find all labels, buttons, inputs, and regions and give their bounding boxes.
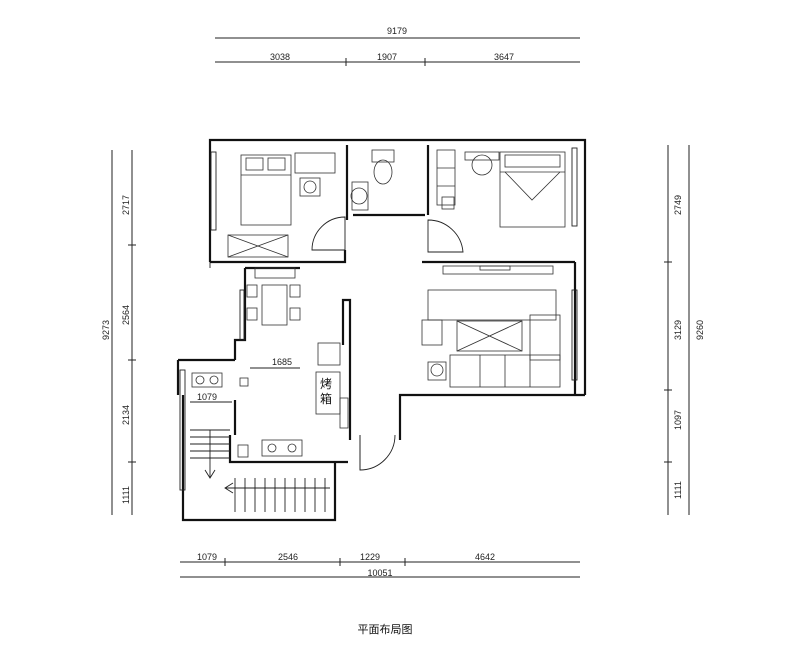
dim-top-seg-2: 1907 — [377, 52, 397, 62]
bedroom-2-furniture — [464, 151, 566, 228]
bathroom-fixtures — [350, 149, 456, 211]
plan-caption: 平面布局图 — [358, 623, 413, 636]
dim-interior-kitchen: 1685 — [272, 357, 292, 367]
dim-bottom-seg-4: 4642 — [475, 552, 495, 562]
dining-furniture — [246, 267, 301, 326]
right-dimension-lines — [664, 145, 690, 515]
dim-top-seg-3: 3647 — [494, 52, 514, 62]
dim-bottom-seg-1: 1079 — [197, 552, 217, 562]
living-room-furniture — [421, 265, 561, 388]
dim-right-seg-4: 1111 — [673, 481, 683, 499]
dim-bottom-total: 10051 — [367, 568, 392, 578]
stairs — [190, 429, 330, 512]
left-dimension-lines — [111, 150, 136, 515]
bottom-dimension-lines — [180, 558, 580, 578]
dim-bottom-seg-3: 1229 — [360, 552, 380, 562]
oven-label-line-2: 箱 — [320, 391, 332, 406]
dim-left-total: 9273 — [101, 320, 111, 340]
oven-label-line-1: 烤 — [320, 376, 332, 391]
top-dimension-lines — [215, 37, 580, 66]
dim-right-seg-2: 3129 — [673, 320, 683, 340]
dim-left-seg-2: 2564 — [121, 305, 131, 325]
dim-top-seg-1: 3038 — [270, 52, 290, 62]
dim-left-seg-4: 1111 — [121, 486, 131, 504]
dim-bottom-seg-2: 2546 — [278, 552, 298, 562]
dim-interior-balcony: 1079 — [197, 392, 217, 402]
windows — [179, 147, 578, 491]
dim-left-seg-3: 2134 — [121, 405, 131, 425]
dim-top-total: 9179 — [387, 26, 407, 36]
dim-right-seg-1: 2749 — [673, 195, 683, 215]
dim-right-total: 9260 — [695, 320, 705, 340]
dim-left-seg-1: 2717 — [121, 195, 131, 215]
doors — [311, 216, 464, 471]
dim-right-seg-3: 1097 — [673, 410, 683, 430]
bedroom-1-furniture — [227, 152, 336, 258]
